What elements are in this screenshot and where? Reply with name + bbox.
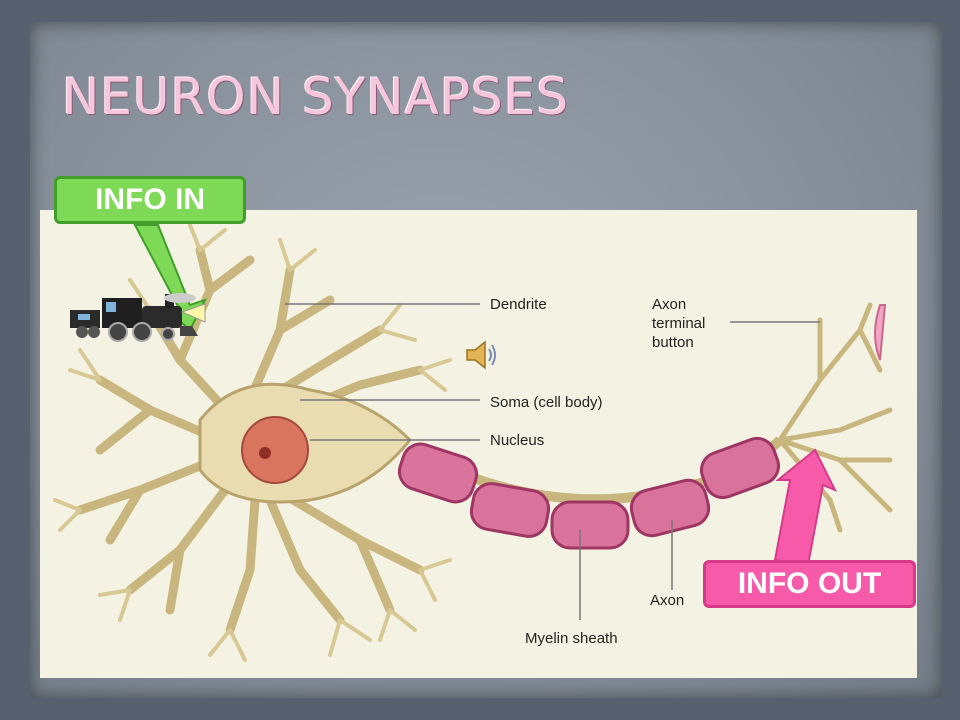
label-axon-terminal-1: Axon: [652, 296, 686, 313]
info-out-label: INFO OUT: [703, 560, 916, 608]
label-soma: Soma (cell body): [490, 394, 603, 411]
slide-title: NEURON SYNAPSES: [62, 68, 570, 126]
info-in-label: INFO IN: [54, 176, 246, 224]
label-axon-terminal-2: terminal: [652, 315, 705, 332]
synapse-target: [874, 304, 887, 361]
speaker-icon[interactable]: [466, 340, 496, 370]
myelin-segments: [397, 436, 781, 550]
axon-terminals: [777, 302, 893, 533]
label-axon-terminal-3: button: [652, 334, 694, 351]
label-myelin: Myelin sheath: [525, 630, 618, 647]
label-axon: Axon: [650, 592, 684, 609]
nucleus: [241, 416, 309, 484]
label-nucleus: Nucleus: [490, 432, 544, 449]
nucleolus: [259, 447, 271, 459]
label-dendrite: Dendrite: [490, 296, 547, 313]
dendrites: [75, 245, 425, 635]
info-out-arrow: [773, 448, 838, 567]
leader-lines: [285, 303, 820, 620]
steam-train-icon[interactable]: [70, 293, 206, 342]
neuron-diagram: Dendrite Axon terminal button Soma (cell…: [53, 223, 893, 662]
